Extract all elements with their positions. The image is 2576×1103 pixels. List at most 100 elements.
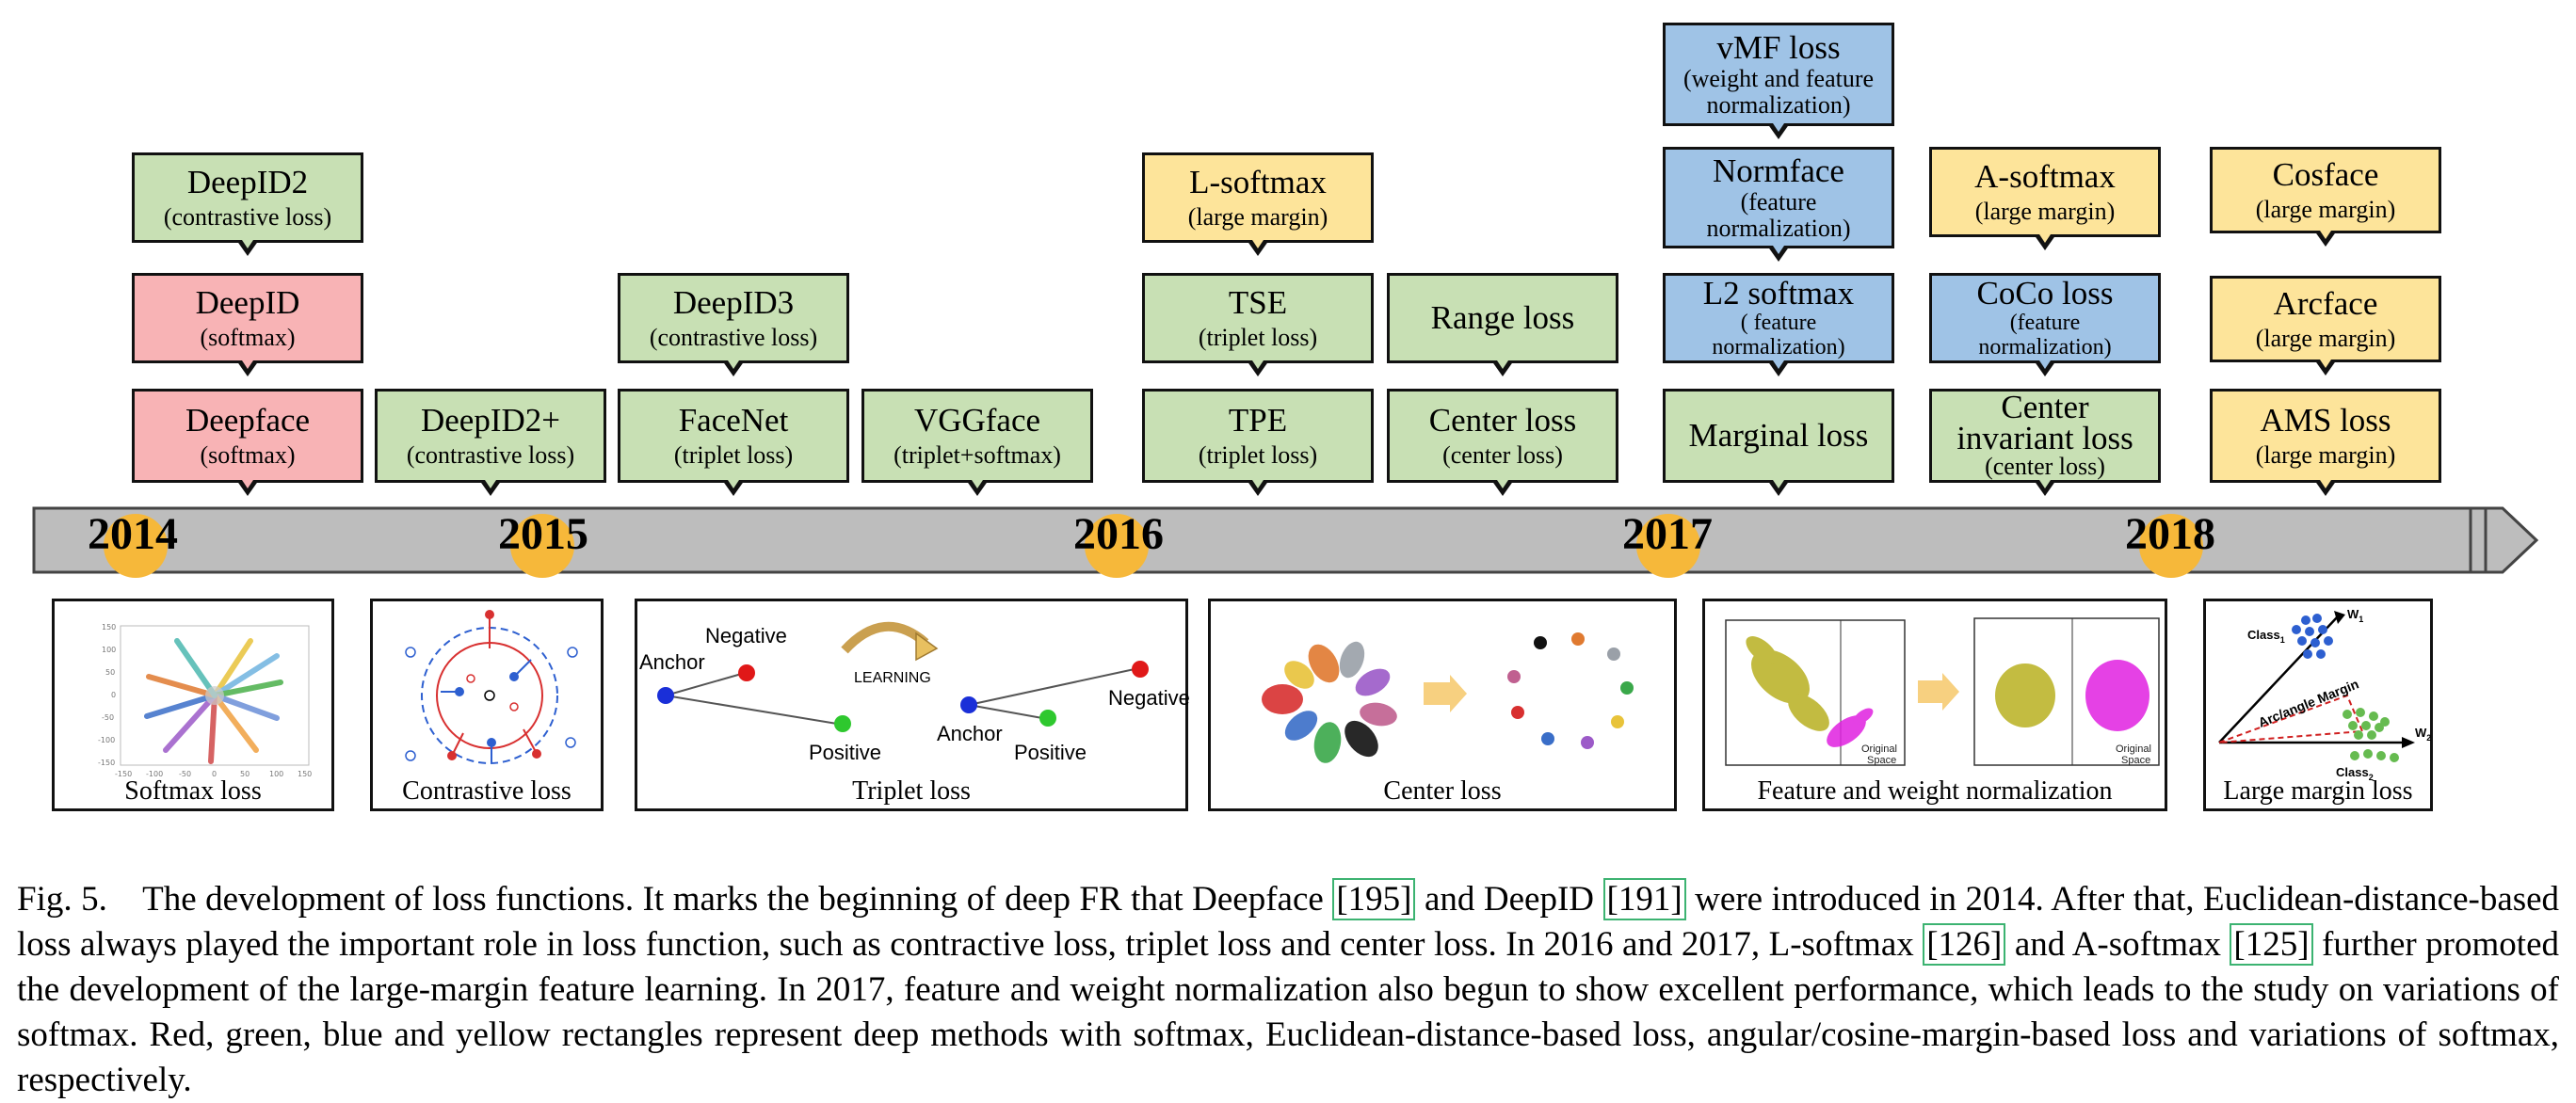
positive-label: Positive <box>809 741 881 764</box>
method-name: FaceNet <box>678 402 789 440</box>
method-name: Center invariant loss <box>1956 388 2133 456</box>
method-loss: (triplet+softmax) <box>894 440 1061 469</box>
method-loss: (softmax) <box>200 440 296 469</box>
method-name: VGGface <box>913 402 1041 440</box>
method-box-facenet: FaceNet (triplet loss) <box>618 389 849 496</box>
y-tick: -50 <box>102 713 114 722</box>
method-name: L2 softmax <box>1702 275 1855 312</box>
method-box-vmf-loss: vMF loss (weight and feature normalizati… <box>1663 23 1894 139</box>
callout-pointer <box>1767 477 1790 496</box>
margin-label: Arc/angle Margin <box>2256 676 2360 729</box>
method-box-tpe: TPE (triplet loss) <box>1142 389 1374 496</box>
callout-pointer <box>2314 357 2337 376</box>
year-dot <box>1085 514 1149 578</box>
normalization-illustration: Original Space Original Space <box>1725 617 2160 766</box>
figure-caption: Fig. 5. The development of loss function… <box>17 877 2559 1103</box>
method-loss: (large margin) <box>2255 324 2396 352</box>
callout-pointer <box>479 477 502 496</box>
contrastive-illustration <box>405 610 578 764</box>
method-name: TSE <box>1228 284 1288 322</box>
method-box-cosface: Cosface (large margin) <box>2210 147 2441 247</box>
panel-caption: Softmax loss <box>124 776 262 806</box>
class1-label: Class1 <box>2247 628 2285 645</box>
y-tick: -100 <box>98 736 115 744</box>
callout-pointer <box>1491 477 1514 496</box>
citation-link[interactable]: [125] <box>2230 923 2313 966</box>
method-loss: (center loss) <box>1985 453 2105 481</box>
x-tick: 100 <box>269 770 283 778</box>
x-tick: -150 <box>115 770 132 778</box>
citation-link[interactable]: [195] <box>1332 878 1416 920</box>
citation-link[interactable]: [126] <box>1923 923 2006 966</box>
method-loss: ( feature normalization) <box>1712 310 1845 360</box>
panel-softmax-loss: 150 100 50 0 -50 -100 -150 -150 -100 -50… <box>52 599 334 811</box>
year-label-2017: 2017 <box>1622 509 1713 559</box>
space-label: Space <box>1867 755 1896 766</box>
callout-pointer <box>236 358 259 376</box>
method-box-center-loss: Center loss (center loss) <box>1387 389 1618 496</box>
panel-contrastive-loss: Contrastive loss <box>370 599 604 811</box>
callout-pointer <box>2314 228 2337 247</box>
method-box-vggface: VGGface (triplet+softmax) <box>861 389 1093 496</box>
large-margin-illustration: Class1 W1 W2 Class2 Arc/angle Margin <box>2218 607 2431 782</box>
method-loss: (large margin) <box>1974 197 2116 225</box>
callout-pointer <box>2034 358 2056 376</box>
callout-pointer <box>2314 477 2337 496</box>
year-dot <box>104 514 168 578</box>
panel-caption: Large margin loss <box>2223 776 2413 806</box>
method-box-ams-loss: AMS loss (large margin) <box>2210 389 2441 496</box>
callout-pointer <box>1491 358 1514 376</box>
method-box-deepface: Deepface (softmax) <box>132 389 363 496</box>
panel-feature-weight-normalization: Original Space Original Space Feature an… <box>1702 599 2167 811</box>
citation-link[interactable]: [191] <box>1602 878 1686 920</box>
method-name: Deepface <box>185 402 311 440</box>
timeline-arrow <box>32 506 2539 574</box>
callout-pointer <box>1767 120 1790 139</box>
softmax-scatter-illustration: 150 100 50 0 -50 -100 -150 -150 -100 -50… <box>98 623 312 778</box>
year-label-2015: 2015 <box>498 509 588 559</box>
method-box-range-loss: Range loss <box>1387 273 1618 376</box>
x-tick: 50 <box>240 770 250 778</box>
method-loss: (contrastive loss) <box>163 202 332 231</box>
method-loss: (center loss) <box>1442 440 1563 469</box>
y-tick: -150 <box>98 759 115 767</box>
x-tick: 0 <box>212 770 217 778</box>
caption-text: and A-softmax <box>2014 925 2221 964</box>
method-box-arcface: Arcface (large margin) <box>2210 276 2441 376</box>
x-tick: -50 <box>179 770 191 778</box>
caption-text: and DeepID <box>1424 880 1595 919</box>
negative-label: Negative <box>705 624 787 647</box>
method-loss: (contrastive loss) <box>649 323 818 351</box>
method-box-center-invariant-loss: Center invariant loss (center loss) <box>1929 388 2161 496</box>
callout-pointer <box>722 477 745 496</box>
method-name: Marginal loss <box>1688 417 1869 455</box>
figure-number: Fig. 5. <box>17 880 107 919</box>
method-box-deepid3: DeepID3 (contrastive loss) <box>618 273 849 376</box>
method-box-l-softmax: L-softmax (large margin) <box>1142 152 1374 256</box>
w2-label: W2 <box>2415 726 2431 743</box>
method-loss: (large margin) <box>2255 440 2396 469</box>
callout-pointer <box>722 358 745 376</box>
panel-caption: Contrastive loss <box>402 776 572 806</box>
method-name: CoCo loss <box>1976 275 2114 312</box>
panel-triplet-loss: Negative Anchor Positive Anchor Positive… <box>635 599 1190 811</box>
method-name: DeepID <box>195 284 300 322</box>
method-name: A-softmax <box>1974 158 2116 196</box>
method-loss: (feature normalization) <box>1706 187 1851 242</box>
method-loss: (weight and feature normalization) <box>1682 64 1875 119</box>
y-tick: 0 <box>111 691 116 699</box>
method-box-normface: Normface (feature normalization) <box>1663 147 1894 262</box>
caption-text: further promoted the development of the … <box>17 925 2559 1099</box>
year-label-2014: 2014 <box>88 509 178 559</box>
method-name: AMS loss <box>2260 402 2391 440</box>
method-name: Cosface <box>2272 156 2379 194</box>
method-box-tse: TSE (triplet loss) <box>1142 273 1374 376</box>
callout-pointer <box>2034 232 2056 250</box>
method-name: DeepID2 <box>186 164 309 201</box>
method-name: L-softmax <box>1189 164 1327 201</box>
triplet-illustration: Negative Anchor Positive Anchor Positive… <box>639 621 1190 764</box>
callout-pointer <box>1247 477 1269 496</box>
method-name: Normface <box>1713 152 1844 190</box>
callout-pointer <box>1247 358 1269 376</box>
callout-pointer <box>1767 358 1790 376</box>
